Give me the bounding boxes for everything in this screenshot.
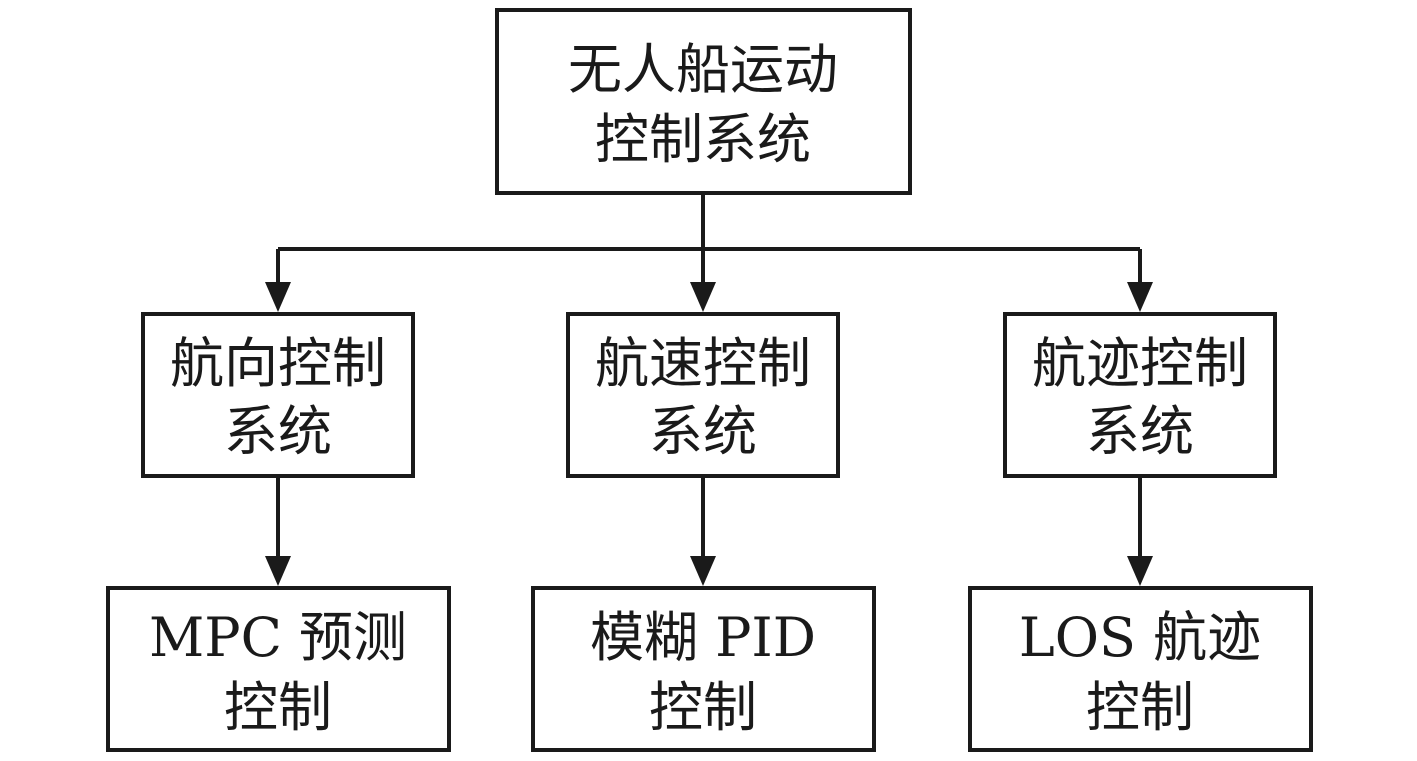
arrowhead-heading xyxy=(265,282,291,312)
arrowhead-mpc xyxy=(265,556,291,586)
node-speed-control: 航速控制 系统 xyxy=(566,312,840,478)
node-track-control-box xyxy=(1003,312,1277,478)
arrowhead-track xyxy=(1127,282,1153,312)
node-root-box xyxy=(495,8,912,195)
node-root-line-1: 无人船运动 xyxy=(568,38,838,101)
node-heading-control-line-2: 系统 xyxy=(224,400,332,463)
node-speed-control-line-1: 航速控制 xyxy=(595,332,811,395)
node-fuzzy-pid-control-line-2: 控制 xyxy=(649,676,757,739)
node-los-track-control-line-1: LOS 航迹 xyxy=(1019,606,1261,669)
node-fuzzy-pid-control-line-1: 模糊 PID xyxy=(590,606,816,669)
node-los-track-control: LOS 航迹 控制 xyxy=(968,586,1313,752)
node-speed-control-line-2: 系统 xyxy=(649,400,757,463)
node-mpc-control-line-1: MPC 预测 xyxy=(149,606,407,669)
node-heading-control-line-1: 航向控制 xyxy=(170,332,386,395)
node-track-control-line-1: 航迹控制 xyxy=(1032,332,1248,395)
node-heading-control: 航向控制 系统 xyxy=(141,312,415,478)
arrowhead-los xyxy=(1127,556,1153,586)
node-fuzzy-pid-control: 模糊 PID 控制 xyxy=(531,586,876,752)
arrowhead-fuzzy-pid xyxy=(690,556,716,586)
node-root: 无人船运动 控制系统 xyxy=(495,8,912,195)
arrowhead-speed xyxy=(690,282,716,312)
node-mpc-control-line-2: 控制 xyxy=(224,676,332,739)
node-root-line-2: 控制系统 xyxy=(595,108,811,171)
edges xyxy=(265,193,1153,586)
node-speed-control-box xyxy=(566,312,840,478)
node-mpc-control-box xyxy=(106,586,451,752)
node-fuzzy-pid-control-box xyxy=(531,586,876,752)
node-heading-control-box xyxy=(141,312,415,478)
node-track-control: 航迹控制 系统 xyxy=(1003,312,1277,478)
node-los-track-control-line-2: 控制 xyxy=(1086,676,1194,739)
node-los-track-control-box xyxy=(968,586,1313,752)
node-track-control-line-2: 系统 xyxy=(1086,400,1194,463)
node-mpc-control: MPC 预测 控制 xyxy=(106,586,451,752)
